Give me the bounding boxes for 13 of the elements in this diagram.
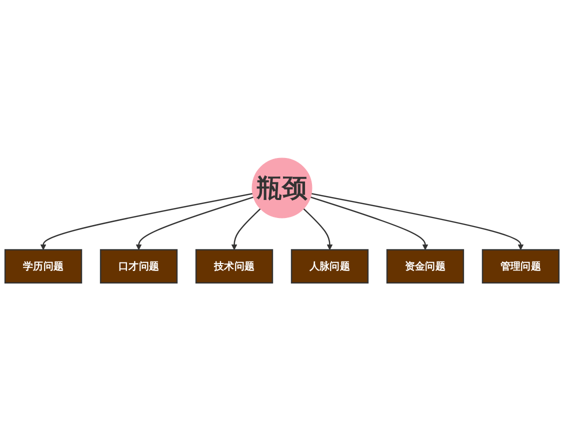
arrow: [136, 196, 254, 250]
node-box: 技术问题: [195, 249, 274, 284]
node-box: 人脉问题: [290, 249, 369, 284]
arrow: [231, 208, 261, 250]
arrow: [303, 208, 333, 250]
node-box: 资金问题: [386, 249, 464, 284]
arrow: [311, 193, 524, 250]
node-circle: 瓶颈: [252, 158, 312, 218]
node-box: 口才问题: [100, 249, 178, 284]
arrow: [310, 196, 428, 250]
node-box: 学历问题: [4, 249, 82, 284]
node-box: 管理问题: [482, 249, 560, 284]
arrow: [40, 193, 253, 250]
